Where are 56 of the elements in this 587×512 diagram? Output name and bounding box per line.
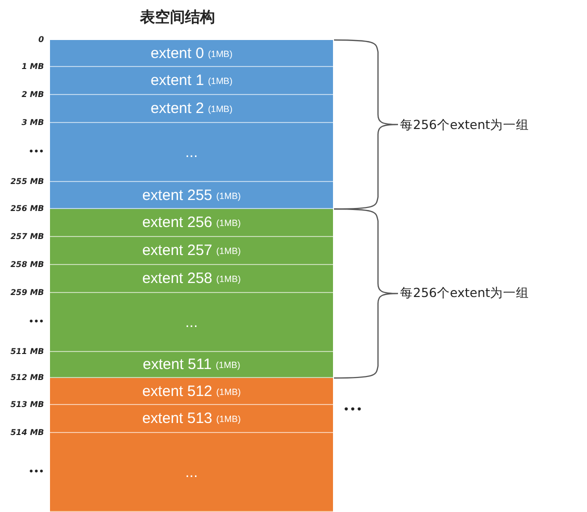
extent-label: extent 512 [142, 382, 212, 400]
extent-label: extent 255 [142, 186, 212, 204]
offset-label: 256 MB [9, 204, 44, 214]
extent-block [50, 67, 333, 95]
offset-label: 512 MB [9, 373, 44, 383]
size-label: (1MB) [208, 76, 232, 86]
size-label: (1MB) [208, 48, 232, 58]
offset-label: 0 [37, 35, 44, 45]
size-label: (1MB) [216, 414, 241, 424]
extent-block [50, 433, 333, 512]
extent-label: extent 256 [142, 214, 212, 231]
group-note: 每256个extent为一组 [400, 285, 530, 302]
extent-block [50, 352, 333, 378]
size-label: (1MB) [216, 218, 241, 228]
group-note: 每256个extent为一组 [400, 117, 530, 134]
offset-label: 514 MB [9, 428, 44, 438]
extent-block [50, 237, 333, 265]
offset-label: 1 MB [20, 62, 44, 72]
extent-label: ... [185, 144, 198, 160]
size-label: (1MB) [216, 360, 240, 370]
extent-label: ... [185, 314, 198, 330]
extent-label: extent 513 [142, 410, 212, 427]
extent-block [50, 209, 333, 237]
size-label: (1MB) [216, 246, 241, 256]
extent-block [50, 378, 333, 405]
extent-label: extent 257 [142, 242, 212, 259]
offset-label: 2 MB [20, 90, 44, 100]
offset-label: 255 MB [9, 177, 44, 187]
size-label: (1MB) [208, 104, 232, 114]
extent-block [50, 265, 333, 293]
extent-label: extent 2 [150, 100, 204, 117]
extent-label: extent 0 [150, 44, 204, 62]
offset-label: ••• [28, 317, 44, 327]
offset-label: 259 MB [9, 288, 44, 298]
extent-label: extent 511 [142, 356, 212, 373]
extent-block [50, 123, 333, 182]
extent-block [50, 40, 333, 67]
offset-label: 257 MB [9, 232, 44, 242]
extent-block [50, 182, 333, 209]
offset-label: ••• [28, 147, 44, 157]
offset-label: 511 MB [9, 347, 44, 357]
extent-label: extent 1 [150, 72, 204, 89]
extent-block [50, 405, 333, 433]
offset-label: 3 MB [20, 118, 44, 128]
size-label: (1MB) [216, 274, 241, 284]
extent-block [50, 293, 333, 352]
offset-label: 258 MB [9, 260, 44, 270]
extent-label: ... [185, 464, 198, 480]
continuation-dots: ••• [343, 403, 362, 416]
extent-block [50, 95, 333, 123]
offset-label: 513 MB [9, 400, 44, 410]
size-label: (1MB) [216, 386, 241, 396]
extent-label: extent 258 [142, 270, 212, 287]
diagram-title: 表空间结构 [140, 8, 215, 27]
offset-label: ••• [28, 467, 44, 477]
size-label: (1MB) [216, 190, 241, 200]
